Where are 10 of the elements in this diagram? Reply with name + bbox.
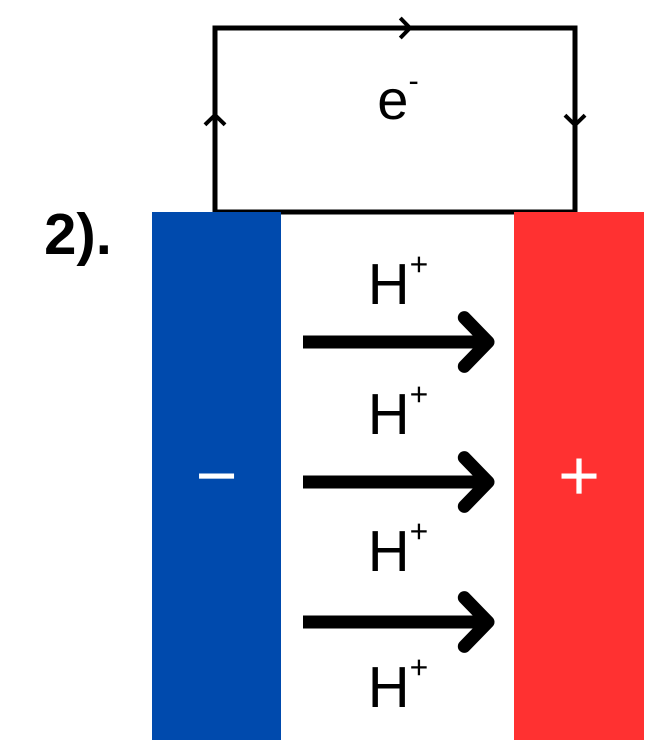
electrode-sign: −: [195, 440, 238, 512]
panel-number: 2).: [44, 206, 112, 264]
electrode-sign: +: [558, 440, 600, 512]
positive-electrode: [514, 212, 644, 740]
ion-label: H$^{+}$: [368, 659, 428, 717]
ion-label: H$^{+}$: [368, 523, 428, 581]
ion-label: H$^{+}$: [368, 386, 428, 444]
negative-electrode: [152, 212, 281, 740]
ion-label: H$^{+}$: [368, 256, 428, 314]
edge-label: e$^{-}$: [377, 72, 419, 128]
